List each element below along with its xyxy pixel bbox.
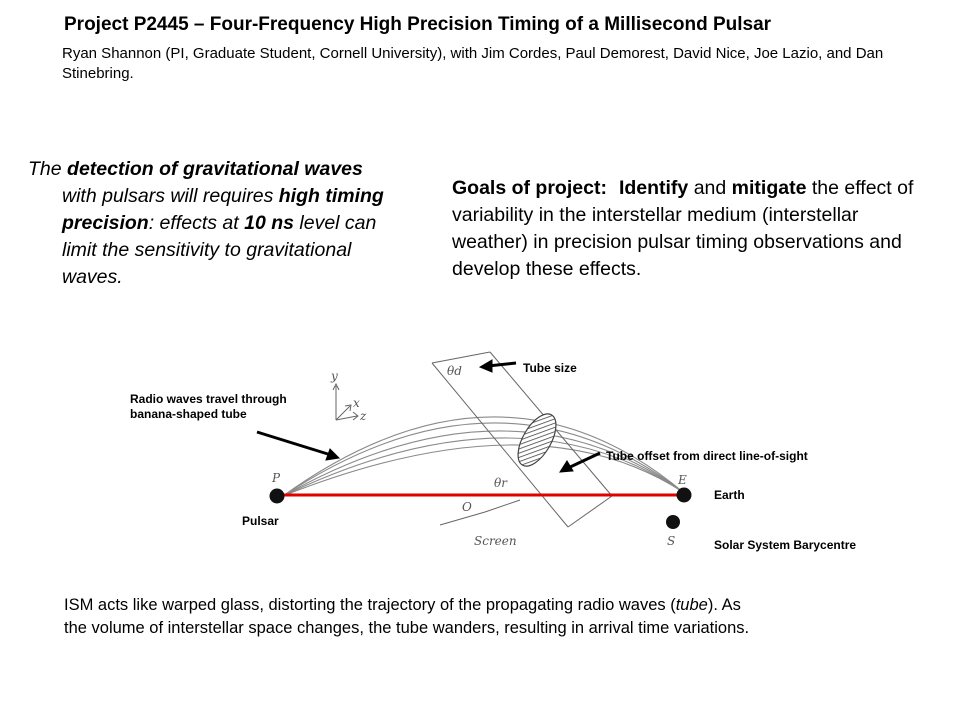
point-s-label: S: [667, 534, 675, 548]
theta-d-label: θd: [447, 364, 462, 378]
theta-r-label: θr: [494, 476, 508, 490]
radio-waves-label: Radio waves travel through banana-shaped…: [130, 392, 287, 421]
goals-text: and: [688, 177, 732, 199]
goals-paragraph: Goals of project: Identify and mitigate t…: [452, 175, 922, 283]
goals-text: the effect of variability in the interst…: [452, 177, 914, 280]
goals-label: Goals of project:: [452, 177, 607, 199]
screen-label: Screen: [474, 534, 517, 548]
pulsar-point: [269, 488, 285, 504]
barycentre-point: [666, 515, 680, 529]
axis-z-label: z: [359, 409, 367, 423]
arrow-icon: [256, 359, 601, 473]
axis-x-label: x: [353, 396, 360, 410]
tube-offset-label: Tube offset from direct line-of-sight: [606, 449, 808, 463]
axis-y-label: y: [330, 369, 338, 383]
barycentre-label: Solar System Barycentre: [714, 538, 857, 552]
ism-text: ISM acts like warped glass, distorting t…: [64, 596, 676, 614]
goals-identify: Identify: [618, 177, 689, 199]
ism-caption: ISM acts like warped glass, distorting t…: [64, 594, 754, 640]
banana-tube: [282, 416, 684, 497]
intro-text: The: [28, 158, 68, 180]
tube-cross-section: [517, 413, 557, 467]
intro-emphasis-gw: detection of gravitational waves: [67, 158, 363, 180]
ism-tube-word: tube: [675, 596, 708, 614]
point-e-label: E: [677, 473, 687, 487]
intro-text: level can limit the sensitivity to gravi…: [62, 212, 377, 288]
earth-point: [676, 487, 692, 503]
page-title: Project P2445 – Four-Frequency High Prec…: [64, 14, 772, 35]
point-p-label: P: [271, 471, 281, 485]
intro-paragraph: The detection of gravitational waves wit…: [28, 156, 390, 291]
pulsar-label: Pulsar: [242, 514, 279, 528]
goals-mitigate: mitigate: [731, 177, 807, 199]
earth-label: Earth: [714, 488, 745, 502]
tube-size-label: Tube size: [523, 361, 577, 375]
intro-text: : effects at: [148, 212, 245, 234]
author-list: Ryan Shannon (PI, Graduate Student, Corn…: [62, 45, 884, 82]
ism-text: ). As the volume of interstellar space c…: [64, 596, 750, 637]
point-o-label: O: [462, 500, 472, 514]
intro-emphasis-precision: high timing precision: [62, 185, 384, 234]
axes-icon: [332, 382, 359, 421]
intro-emphasis-10ns: 10 ns: [244, 212, 294, 234]
intro-text: with pulsars will requires: [62, 185, 279, 207]
